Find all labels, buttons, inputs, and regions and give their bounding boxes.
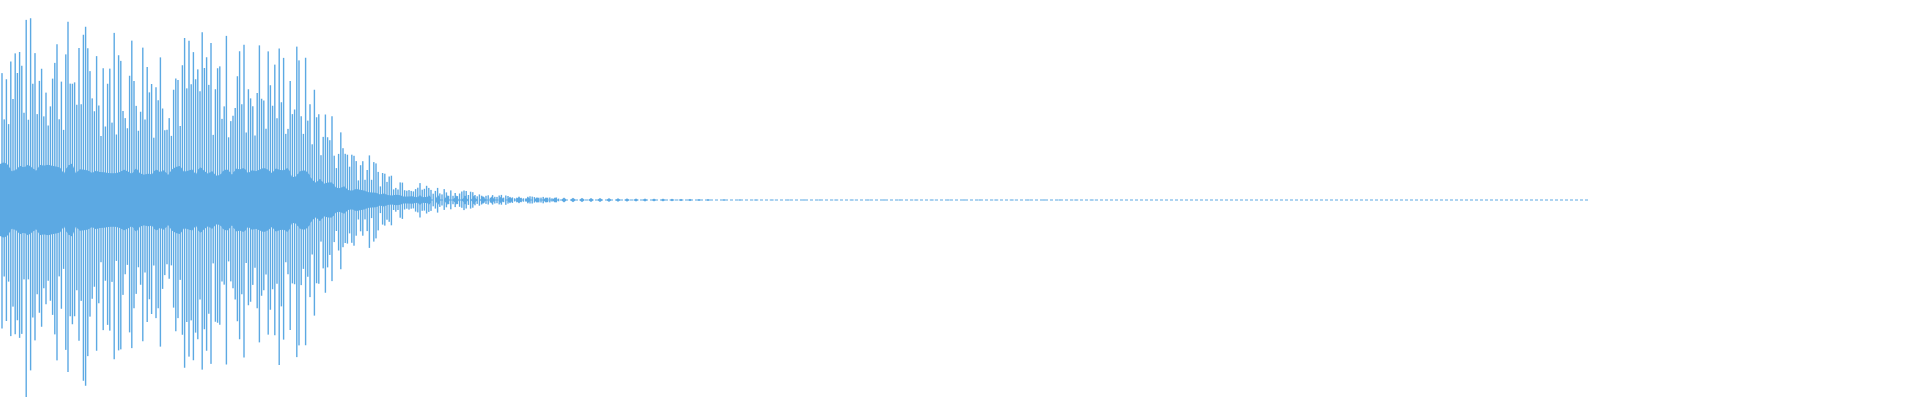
waveform-tail-pulse	[1057, 199, 1063, 201]
waveform-tail-pulse	[606, 198, 612, 202]
waveform-tail-pulse	[534, 197, 540, 203]
waveform-tail-pulse	[552, 197, 558, 203]
waveform-tail-pulse	[480, 195, 486, 205]
waveform-tail-pulse	[801, 199, 807, 201]
waveform-tail-pulse	[570, 197, 576, 203]
waveform-tail-pulse	[615, 198, 621, 202]
waveform-tail-pulse	[881, 199, 887, 201]
waveform-tail-pulse	[897, 199, 903, 201]
waveform-tail-pulse	[516, 196, 522, 204]
waveform-tail-pulse	[696, 198, 702, 202]
waveform-tail-pulse	[588, 197, 594, 203]
waveform-core-band	[0, 162, 428, 238]
waveform-tail-pulse	[849, 199, 855, 201]
waveform-tail-pulse	[471, 195, 477, 205]
waveform-tail-pulse	[721, 199, 727, 201]
waveform-tail-pulse	[1089, 199, 1095, 201]
waveform-tail-pulse	[489, 196, 495, 204]
waveform-tail-pulse	[769, 199, 775, 201]
waveform-tail-pulse	[633, 198, 639, 202]
waveform-tail-pulse	[705, 199, 711, 201]
waveform-tail-pulse	[785, 199, 791, 201]
waveform-tail-pulse	[579, 197, 585, 203]
waveform-tail-pulse	[977, 199, 983, 201]
waveform-tail-pulse	[525, 196, 531, 204]
waveform-tail-pulse	[1009, 199, 1015, 201]
waveform-tail-pulse	[597, 198, 603, 202]
waveform-tail-pulse	[737, 199, 743, 201]
waveform-tail-pulse	[561, 197, 567, 203]
waveform-tail-pulse	[929, 199, 935, 201]
waveform-tail-pulse	[453, 195, 459, 205]
waveform-tail-pulse	[660, 198, 666, 202]
waveform-tail-pulse	[687, 198, 693, 202]
waveform-tail-pulse	[1025, 199, 1031, 201]
waveform-tail-pulse	[462, 195, 468, 205]
waveform-tail-pulse	[865, 199, 871, 201]
waveform-tail-pulse	[945, 199, 951, 201]
waveform-tail-pulse	[678, 198, 684, 202]
waveform-tail-pulse	[651, 198, 657, 202]
waveform-tail-pulse	[435, 194, 441, 206]
waveform-tail-pulse	[669, 198, 675, 202]
waveform-tail-pulse	[833, 199, 839, 201]
waveform-tail-pulse	[753, 199, 759, 201]
waveform-tail-pulse	[642, 198, 648, 202]
waveform-tail-pulse	[993, 199, 999, 201]
waveform-tail-pulse	[498, 196, 504, 204]
waveform-tail-pulse	[624, 198, 630, 202]
waveform-tail-pulse	[543, 197, 549, 203]
waveform-tail-pulse	[444, 194, 450, 206]
waveform-tail-pulse	[961, 199, 967, 201]
waveform-tail-pulse	[817, 199, 823, 201]
waveform-tail-pulse	[1073, 199, 1079, 201]
waveform-tail-pulse	[507, 196, 513, 204]
waveform-tail-pulse	[1041, 199, 1047, 201]
waveform-tail-pulse	[913, 199, 919, 201]
